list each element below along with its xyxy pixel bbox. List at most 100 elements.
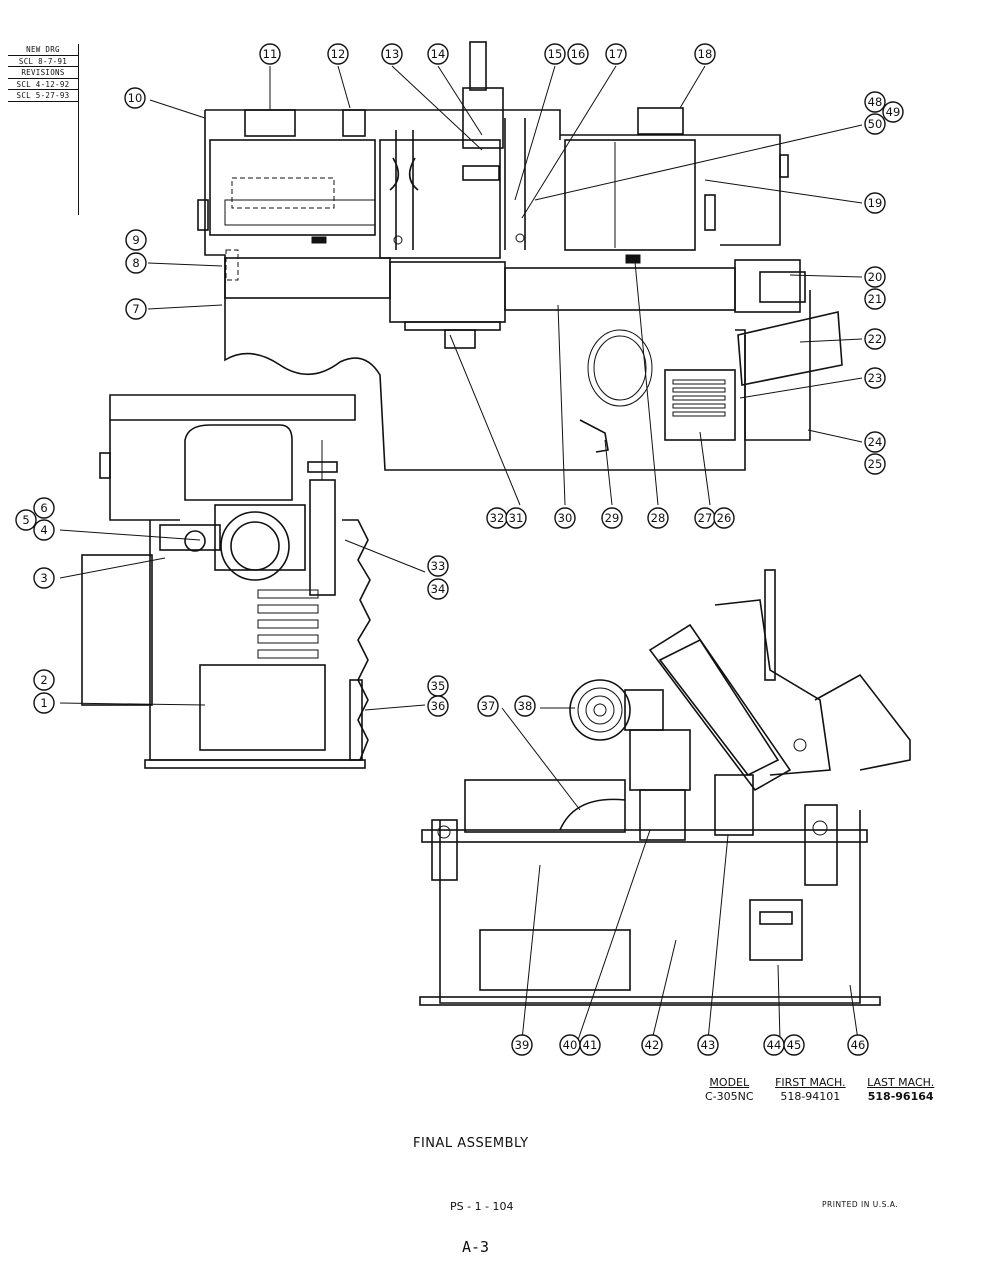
svg-text:35: 35	[431, 679, 446, 693]
callout-21: 21	[864, 288, 886, 310]
svg-text:10: 10	[128, 91, 143, 105]
svg-text:4: 4	[40, 523, 47, 537]
callout-48: 48	[864, 91, 886, 113]
svg-text:39: 39	[515, 1038, 530, 1052]
svg-text:24: 24	[868, 435, 883, 449]
svg-text:22: 22	[868, 332, 883, 346]
printed-note: PRINTED IN U.S.A.	[822, 1200, 899, 1209]
svg-text:26: 26	[717, 511, 732, 525]
callout-40: 40	[559, 1034, 581, 1056]
revisions-label: REVISIONS	[8, 67, 78, 79]
svg-text:15: 15	[548, 47, 563, 61]
callout-25: 25	[864, 453, 886, 475]
svg-text:8: 8	[132, 256, 139, 270]
callout-43: 43	[697, 1034, 719, 1056]
callout-15: 15	[544, 43, 566, 65]
svg-text:41: 41	[583, 1038, 598, 1052]
svg-text:19: 19	[868, 196, 883, 210]
svg-text:20: 20	[868, 270, 883, 284]
svg-text:5: 5	[22, 513, 29, 527]
svg-text:33: 33	[431, 559, 446, 573]
front-view	[197, 41, 843, 471]
svg-text:11: 11	[263, 47, 278, 61]
callout-30: 30	[554, 507, 576, 529]
callout-22: 22	[864, 328, 886, 350]
rear-view	[419, 569, 911, 1006]
svg-text:32: 32	[490, 511, 505, 525]
callout-41: 41	[579, 1034, 601, 1056]
callout-36: 36	[427, 695, 449, 717]
svg-text:40: 40	[563, 1038, 578, 1052]
revision-block: NEW DRG SCL 8-7-91 REVISIONS SCL 4-12-92…	[8, 44, 79, 215]
svg-text:37: 37	[481, 699, 496, 713]
callout-38: 38	[514, 695, 536, 717]
svg-text:6: 6	[40, 501, 47, 515]
callout-12: 12	[327, 43, 349, 65]
last-mach-column: LAST MACH. 518-96164	[867, 1076, 934, 1104]
callout-50: 50	[864, 113, 886, 135]
callout-42: 42	[641, 1034, 663, 1056]
svg-text:25: 25	[868, 457, 883, 471]
svg-text:31: 31	[509, 511, 524, 525]
svg-text:16: 16	[571, 47, 586, 61]
callout-23: 23	[864, 367, 886, 389]
callout-45: 45	[783, 1034, 805, 1056]
callout-34: 34	[427, 578, 449, 600]
callout-46: 46	[847, 1034, 869, 1056]
callout-2: 2	[33, 669, 55, 691]
last-mach-header: LAST MACH.	[867, 1076, 935, 1089]
revision-block-tail	[8, 102, 78, 215]
svg-text:46: 46	[851, 1038, 866, 1052]
callout-9: 9	[125, 229, 147, 251]
callout-29: 29	[601, 507, 623, 529]
first-mach-header: FIRST MACH.	[775, 1076, 846, 1089]
callout-10: 10	[124, 87, 146, 109]
callout-18: 18	[694, 43, 716, 65]
callout-24: 24	[864, 431, 886, 453]
revision-entry: SCL 5-27-93	[8, 90, 78, 102]
svg-text:7: 7	[132, 302, 139, 316]
model-header: MODEL	[709, 1076, 750, 1089]
callout-3: 3	[33, 567, 55, 589]
callout-11: 11	[259, 43, 281, 65]
svg-text:43: 43	[701, 1038, 716, 1052]
svg-text:2: 2	[40, 673, 47, 687]
callout-20: 20	[864, 266, 886, 288]
callout-35: 35	[427, 675, 449, 697]
last-mach-value: 518-96164	[867, 1090, 934, 1103]
svg-text:27: 27	[698, 511, 713, 525]
svg-text:48: 48	[868, 95, 883, 109]
callout-31: 31	[505, 507, 527, 529]
svg-text:50: 50	[868, 117, 883, 131]
callout-33: 33	[427, 555, 449, 577]
callout-17: 17	[605, 43, 627, 65]
svg-text:44: 44	[767, 1038, 782, 1052]
svg-text:13: 13	[385, 47, 400, 61]
callout-1: 1	[33, 692, 55, 714]
side-view	[81, 394, 371, 769]
callout-44: 44	[763, 1034, 785, 1056]
callout-32: 32	[486, 507, 508, 529]
drawing-title: FINAL ASSEMBLY	[413, 1136, 529, 1151]
leader-lines	[59, 65, 863, 1041]
first-mach-value: 518-94101	[780, 1090, 841, 1103]
callout-bubbles: 10 11 12 13 14 15 16 17 18 48 49 50 19 9…	[15, 43, 904, 1056]
model-table: MODEL C-305NC FIRST MACH. 518-94101 LAST…	[705, 1076, 952, 1104]
callout-39: 39	[511, 1034, 533, 1056]
svg-text:3: 3	[40, 571, 47, 585]
svg-text:49: 49	[886, 105, 901, 119]
svg-text:9: 9	[132, 233, 139, 247]
svg-text:21: 21	[868, 292, 883, 306]
callout-6: 6	[33, 497, 55, 519]
svg-text:28: 28	[651, 511, 666, 525]
callout-14: 14	[427, 43, 449, 65]
new-drg-label: NEW DRG	[8, 44, 78, 56]
model-value: C-305NC	[705, 1090, 754, 1103]
svg-text:18: 18	[698, 47, 713, 61]
svg-text:17: 17	[609, 47, 624, 61]
callout-8: 8	[125, 252, 147, 274]
svg-text:23: 23	[868, 371, 883, 385]
svg-text:42: 42	[645, 1038, 660, 1052]
page-label: A-3	[462, 1238, 490, 1256]
